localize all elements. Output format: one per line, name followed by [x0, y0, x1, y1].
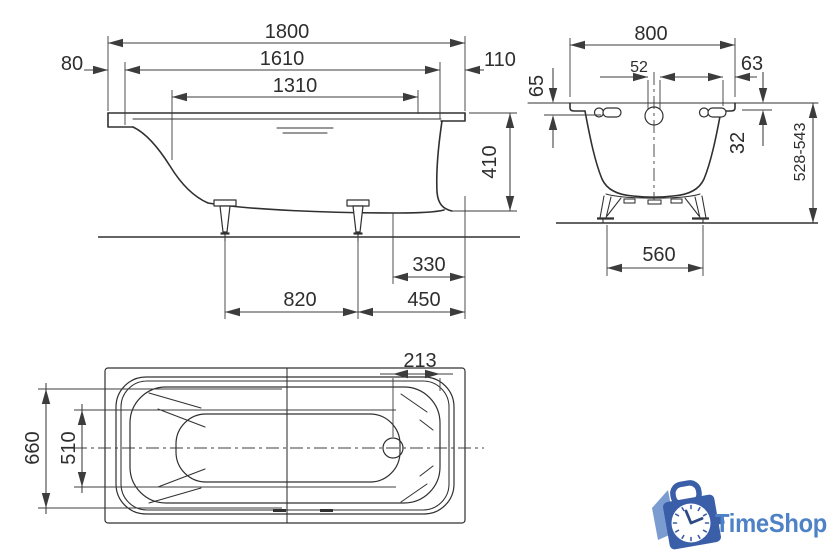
dim-label-end-offset-left: 80 — [61, 53, 83, 75]
dim-label-feet-spacing: 820 — [283, 289, 316, 311]
plan-view-dimension-lines — [38, 369, 453, 514]
dim-label-overall-length: 1800 — [265, 21, 310, 43]
timeshop-logo: TimeShop — [652, 480, 827, 550]
corner-slope-marks — [148, 392, 434, 504]
grip-handle — [593, 107, 622, 118]
grip-handle — [698, 107, 727, 118]
dim-label-drain-from-end: 213 — [403, 350, 436, 372]
tub-foot — [213, 199, 237, 242]
dim-label-foot-to-end: 450 — [407, 289, 440, 311]
dim-label-feet-spacing-end: 560 — [642, 244, 675, 266]
dim-label-depth: 410 — [479, 145, 501, 178]
end-view: 800 52 63 65 32 528-543 560 — [526, 23, 819, 276]
dim-label-drain-to-end: 330 — [412, 254, 445, 276]
tub-foot — [346, 199, 370, 242]
bag-clasp — [714, 514, 725, 525]
dim-label-outer-width: 660 — [22, 431, 44, 464]
tub-cross-section — [527, 72, 819, 224]
dim-label-overall-width: 800 — [634, 23, 667, 45]
tub-foot — [684, 195, 709, 224]
clock-ticks — [672, 504, 710, 542]
side-view-dimension-lines — [84, 36, 517, 319]
tub-foot — [597, 195, 622, 224]
dim-label-rim-edge: 63 — [741, 53, 763, 75]
tub-plan-outline — [74, 367, 484, 524]
clock-hands — [684, 509, 704, 525]
brand-name: TimeShop — [715, 508, 827, 538]
plan-view: 213 660 510 — [22, 350, 484, 524]
dim-label-bottom-length: 1310 — [273, 75, 318, 97]
tub-profile — [107, 112, 466, 214]
dim-label-rim-drop-right: 32 — [727, 132, 749, 154]
dim-label-height-range: 528-543 — [792, 123, 809, 182]
dim-label-inner-width: 510 — [58, 431, 80, 464]
dim-label-rim-drop-left: 65 — [526, 75, 548, 97]
side-view: 1800 1610 1310 80 110 410 330 820 450 — [61, 21, 520, 319]
water-level-marks — [276, 127, 334, 134]
end-view-dimension-lines — [544, 38, 818, 276]
dim-label-overflow-slot: 52 — [630, 59, 648, 76]
dim-label-end-offset-right: 110 — [484, 49, 516, 71]
dim-label-rim-inner-length: 1610 — [260, 48, 305, 70]
support-rail — [605, 193, 701, 205]
